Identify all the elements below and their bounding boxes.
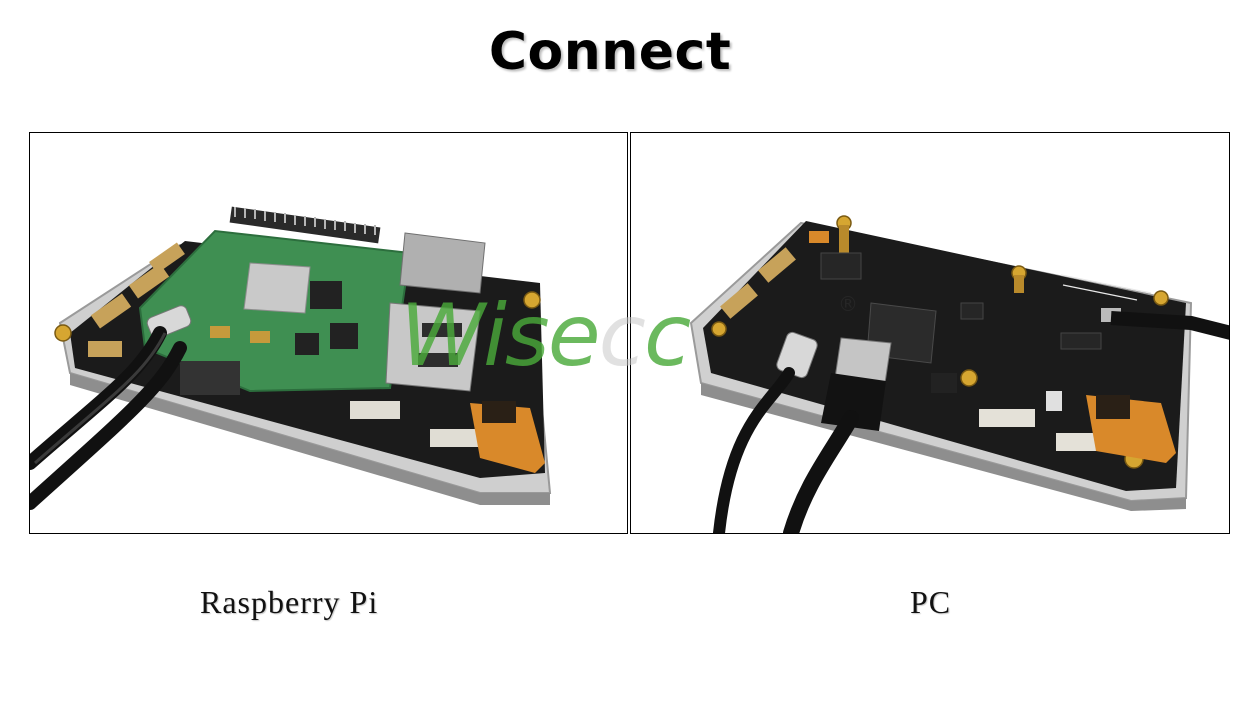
raspberry-pi-photo: [29, 132, 628, 534]
registered-mark: ®: [838, 292, 858, 316]
pc-illustration: [689, 215, 1229, 533]
raspberry-pi-illustration: [30, 206, 552, 510]
caption-pc: PC: [910, 584, 952, 620]
pc-photo: [630, 132, 1230, 534]
caption-raspberry-pi: Raspberry Pi: [200, 584, 379, 620]
page-title: Connect: [488, 22, 732, 82]
